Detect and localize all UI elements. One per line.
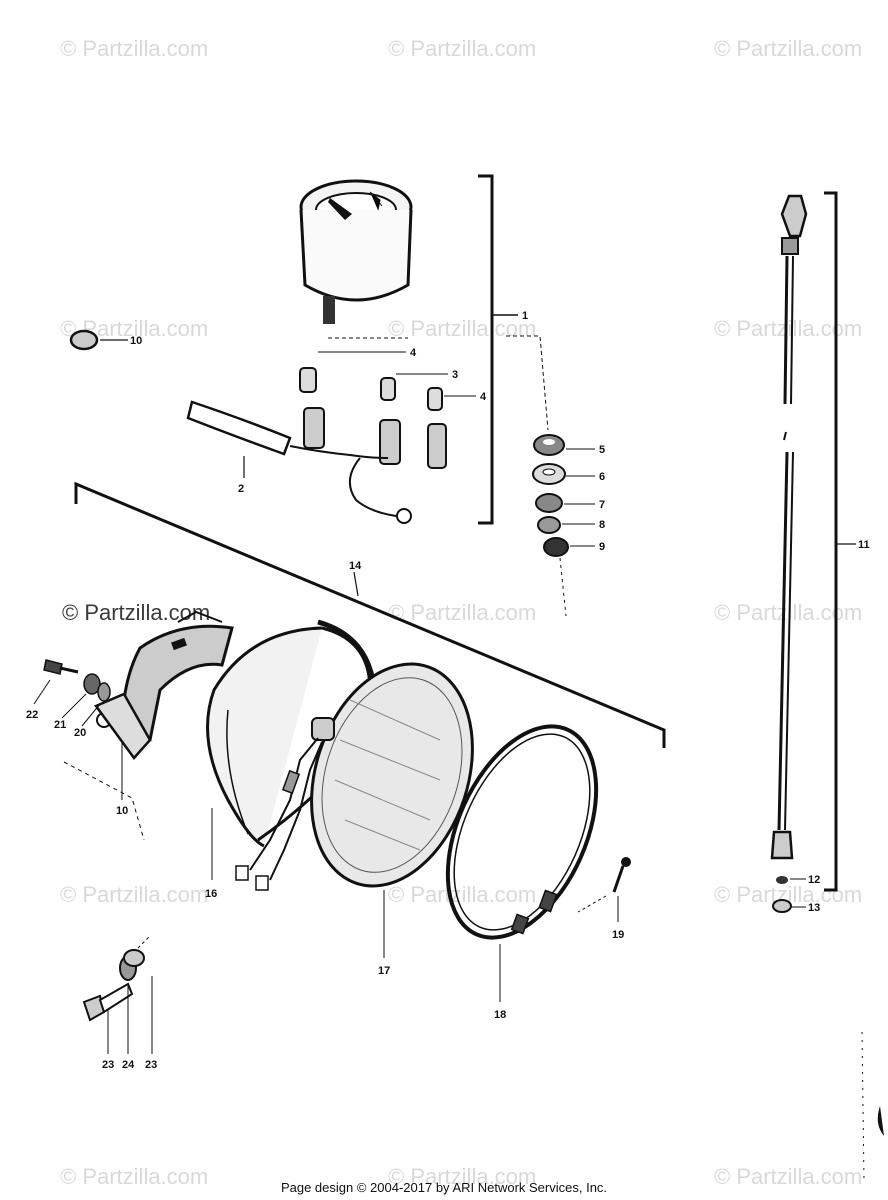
watermark: © Partzilla.com xyxy=(62,600,210,625)
callout-5: 5 xyxy=(599,444,605,456)
rim-screw xyxy=(577,857,631,913)
callout-10: 10 xyxy=(130,335,142,347)
mounting-bolt xyxy=(82,935,151,1022)
callout-23: 23 xyxy=(145,1059,157,1071)
watermark: © Partzilla.com xyxy=(60,36,208,61)
footer-copyright: Page design © 2004-2017 by ARI Network S… xyxy=(281,1180,607,1195)
watermark: © Partzilla.com xyxy=(60,1164,208,1189)
watermark: © Partzilla.com xyxy=(714,36,862,61)
bracket-fasteners xyxy=(43,659,111,702)
callout-17: 17 xyxy=(378,965,390,977)
watermark: © Partzilla.com xyxy=(388,1164,536,1189)
callout-6: 6 xyxy=(599,471,605,483)
speedometer-cable xyxy=(770,194,808,913)
callout-4: 4 xyxy=(410,347,417,359)
callout-3: 3 xyxy=(452,369,458,381)
scan-artifact xyxy=(861,1031,865,1181)
watermark: © Partzilla.com xyxy=(388,600,536,625)
callout-1: 1 xyxy=(522,310,528,322)
watermark: © Partzilla.com xyxy=(714,1164,862,1189)
callout-7: 7 xyxy=(599,499,605,511)
callout-20: 20 xyxy=(74,727,86,739)
scan-artifact xyxy=(877,1106,884,1136)
callout-4: 4 xyxy=(480,391,487,403)
speedometer-assembly xyxy=(299,179,413,324)
callout-13: 13 xyxy=(808,902,820,914)
callout-24: 24 xyxy=(122,1059,135,1071)
group-bracket xyxy=(824,191,838,892)
watermark: © Partzilla.com xyxy=(60,882,208,907)
callout-10: 10 xyxy=(116,805,128,817)
callout-22: 22 xyxy=(26,709,38,721)
watermark: © Partzilla.com xyxy=(388,882,536,907)
callout-14: 14 xyxy=(349,560,362,572)
sealed-beam-unit xyxy=(310,662,474,888)
callout-23: 23 xyxy=(102,1059,114,1071)
callout-8: 8 xyxy=(599,519,605,531)
bulb-sockets xyxy=(299,351,476,469)
watermark: © Partzilla.com xyxy=(714,600,862,625)
headlamp-bracket xyxy=(94,610,234,760)
callout-9: 9 xyxy=(599,541,605,553)
wiring-harness xyxy=(186,400,412,524)
callout-16: 16 xyxy=(205,888,217,900)
callout-21: 21 xyxy=(54,719,66,731)
callout-19: 19 xyxy=(612,929,624,941)
callout-2: 2 xyxy=(238,483,244,495)
washer-stack xyxy=(532,434,569,617)
callout-11: 11 xyxy=(858,539,870,551)
headlamp-rim xyxy=(445,724,599,940)
group-bracket xyxy=(478,174,494,525)
watermark: © Partzilla.com xyxy=(714,316,862,341)
callout-18: 18 xyxy=(494,1009,506,1021)
watermark-layer: © Partzilla.com © Partzilla.com © Partzi… xyxy=(60,36,862,1189)
watermark: © Partzilla.com xyxy=(388,316,536,341)
beam-wires xyxy=(235,737,323,891)
watermark: © Partzilla.com xyxy=(388,36,536,61)
grommet xyxy=(69,329,99,351)
headlamp-housing xyxy=(206,619,377,848)
group-bracket xyxy=(74,481,666,748)
callout-12: 12 xyxy=(808,874,820,886)
